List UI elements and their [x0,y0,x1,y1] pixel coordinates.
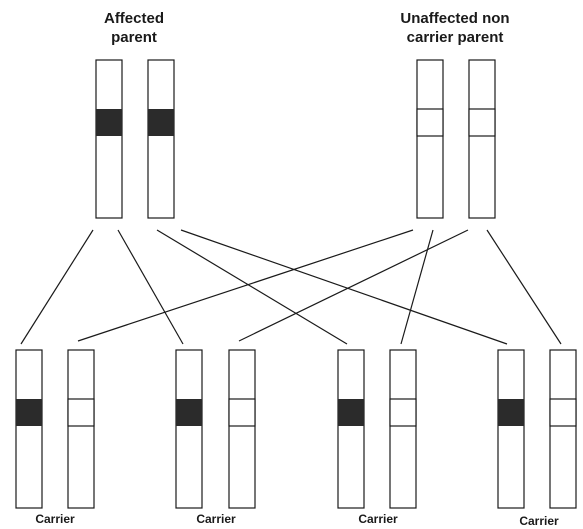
child-3-chromosomes [337,349,417,509]
child-4-label: Carrier [519,514,559,528]
mutant-allele-band [338,399,364,426]
unaffected-parent-label-line1: Unaffected non [400,10,510,27]
normal-allele-band [468,108,496,137]
child-1-label: Carrier [35,512,75,526]
child-2-chromosomes [175,349,256,509]
chromosome [95,59,123,219]
inheritance-line [238,229,469,342]
mutant-allele-band [96,109,122,136]
chromosome [147,59,175,219]
normal-allele-band [67,398,95,427]
affected-parent-label: Affected parent [84,9,184,47]
inheritance-line [20,229,94,345]
affected-parent-chromosomes [95,59,175,219]
inheritance-line [77,229,414,342]
mutant-allele-band [16,399,42,426]
inheritance-line [156,229,348,345]
chromosome [416,59,444,219]
normal-allele-band [549,398,577,427]
unaffected-parent-label: Unaffected non carrier parent [370,9,540,47]
mutant-allele-band [148,109,174,136]
child-4-chromosomes [497,349,577,509]
child-1-chromosomes [15,349,95,509]
normal-allele-band [228,398,256,427]
unaffected-parent-label-line2: carrier parent [406,29,504,46]
unaffected-parent-chromosomes [416,59,496,219]
inheritance-line [180,229,508,345]
mutant-allele-band [498,399,524,426]
inheritance-line [486,229,562,345]
affected-parent-label-line1: Affected [103,10,164,27]
normal-allele-band [389,398,417,427]
affected-parent-label-line2: parent [111,29,157,46]
child-3-label: Carrier [358,512,398,526]
normal-allele-band [416,108,444,137]
inheritance-line [117,229,184,345]
chromosome [468,59,496,219]
child-2-label: Carrier [196,512,236,526]
inheritance-line [400,229,434,345]
mutant-allele-band [176,399,202,426]
